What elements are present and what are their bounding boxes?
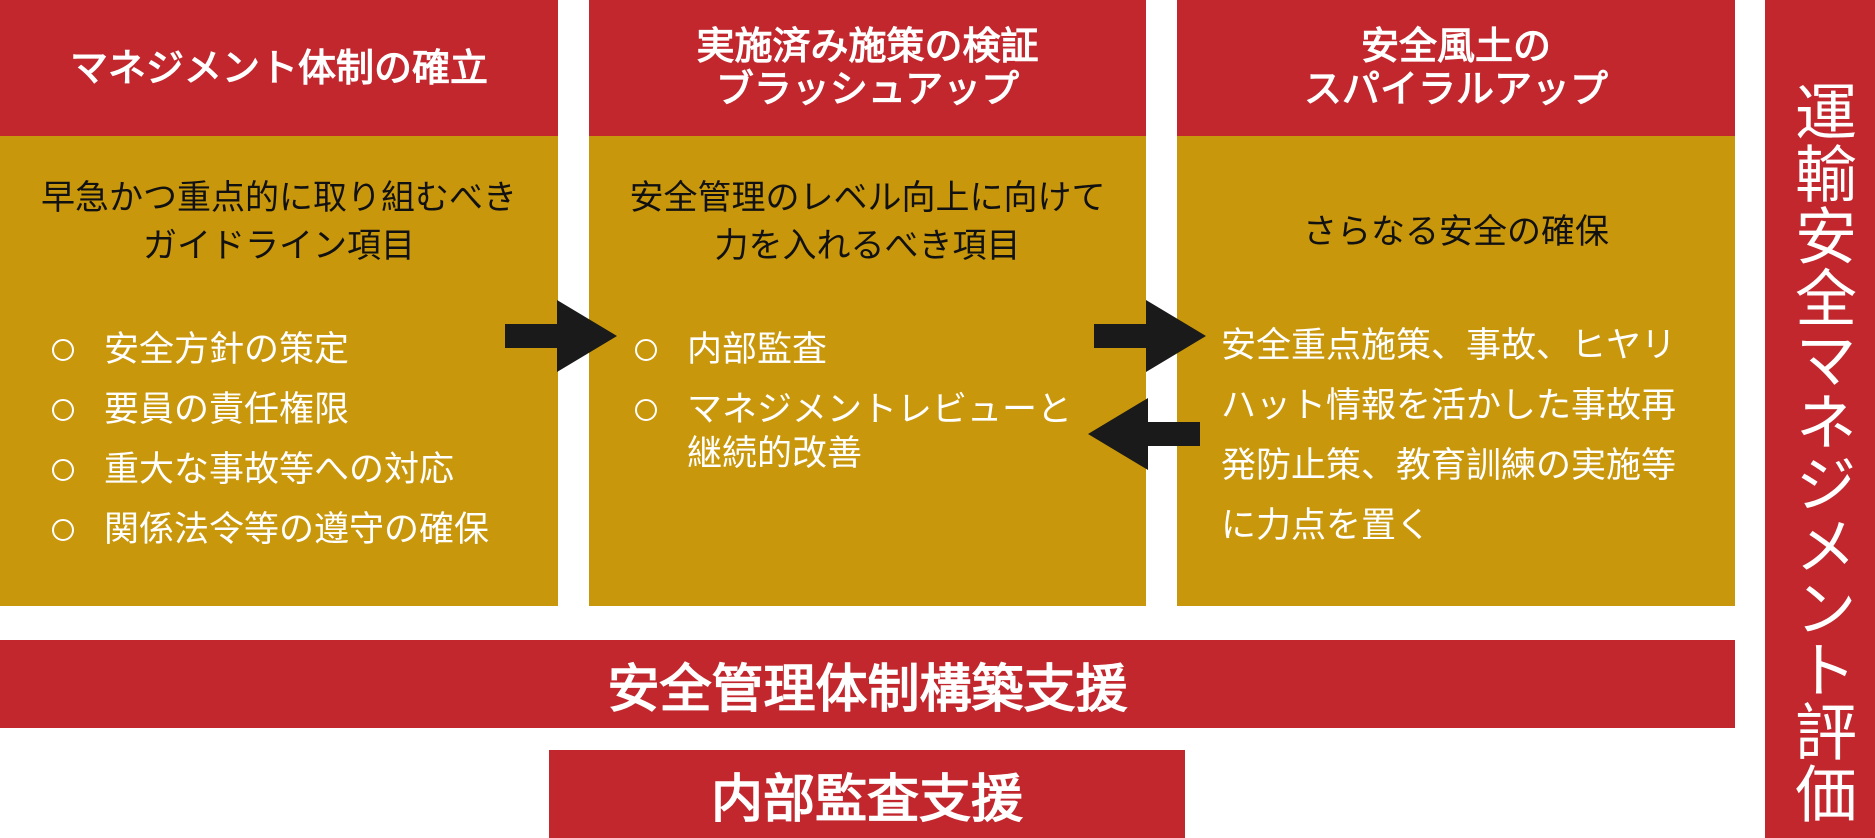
- list-item: 内部監査: [635, 320, 1095, 380]
- column-1-title-line-1: マネジメント体制の確立: [69, 45, 488, 90]
- support-audit-label: 内部監査支援: [710, 769, 1023, 830]
- column-2-title-line-2: ブラッシュアップ: [715, 67, 1020, 111]
- column-2-body: 安全管理のレベル向上に向けて 力を入れるべき項目 内部監査 マネジメントレビュー…: [589, 136, 1146, 606]
- column-1-item-list: 安全方針の策定 要員の責任権限 重大な事故等への対応 関係法令等の遵守の確保: [52, 320, 542, 560]
- column-3-subtitle-line-1: さらなる安全の確保: [1303, 212, 1609, 252]
- column-1-subtitle-line-2: ガイドライン項目: [143, 226, 415, 267]
- list-item-text: 安全方針の策定: [104, 330, 350, 370]
- list-item-text: 重大な事故等への対応: [104, 450, 455, 490]
- list-item: マネジメントレビューと 継続的改善: [635, 380, 1095, 484]
- column-3-subtitle: さらなる安全の確保: [1177, 208, 1735, 256]
- list-item: 安全方針の策定: [52, 320, 542, 380]
- right-arrow-icon: [1094, 300, 1206, 372]
- side-label-band: 運輸安全マネジメント評価: [1765, 0, 1875, 838]
- column-1-subtitle: 早急かつ重点的に取り組むべき ガイドライン項目: [0, 174, 558, 271]
- circle-bullet-icon: [52, 399, 74, 421]
- circle-bullet-icon: [635, 399, 657, 421]
- circle-bullet-icon: [635, 339, 657, 361]
- column-1-body: 早急かつ重点的に取り組むべき ガイドライン項目 安全方針の策定 要員の責任権限 …: [0, 136, 558, 606]
- circle-bullet-icon: [52, 459, 74, 481]
- column-2-title: 実施済み施策の検証 ブラッシュアップ: [589, 0, 1146, 136]
- column-3-paragraph: 安全重点施策、事故、ヒヤリハット情報を活かした事故再発防止策、教育訓練の実施等に…: [1221, 326, 1677, 546]
- support-audit-band: 内部監査支援: [549, 750, 1185, 838]
- side-label: 運輸安全マネジメント評価: [1784, 80, 1857, 824]
- column-3-title: 安全風土の スパイラルアップ: [1177, 0, 1735, 136]
- list-item: 関係法令等の遵守の確保: [52, 500, 542, 560]
- column-1-title: マネジメント体制の確立: [0, 0, 558, 136]
- left-arrow-icon: [1088, 398, 1200, 470]
- column-3-title-line-1: 安全風土の: [1360, 24, 1551, 69]
- column-2-item-list: 内部監査 マネジメントレビューと 継続的改善: [635, 320, 1095, 484]
- column-2-title-line-1: 実施済み施策の検証: [696, 24, 1039, 69]
- support-main-band: 安全管理体制構築支援: [0, 640, 1735, 728]
- column-2-subtitle: 安全管理のレベル向上に向けて 力を入れるべき項目: [589, 174, 1146, 271]
- list-item-text: 内部監査: [687, 330, 828, 370]
- list-item-text: 要員の責任権限: [104, 390, 350, 430]
- list-item: 要員の責任権限: [52, 380, 542, 440]
- right-arrow-icon: [505, 300, 617, 372]
- list-item: 重大な事故等への対応: [52, 440, 542, 500]
- circle-bullet-icon: [52, 339, 74, 361]
- column-3-body: さらなる安全の確保 安全重点施策、事故、ヒヤリハット情報を活かした事故再発防止策…: [1177, 136, 1735, 606]
- list-item-text: 関係法令等の遵守の確保: [104, 510, 490, 550]
- list-item-text: マネジメントレビューと 継続的改善: [687, 390, 1073, 474]
- column-1-subtitle-line-1: 早急かつ重点的に取り組むべき: [41, 178, 517, 218]
- column-2-subtitle-line-2: 力を入れるべき項目: [714, 226, 1021, 267]
- support-main-label: 安全管理体制構築支援: [607, 659, 1128, 720]
- column-3-title-line-2: スパイラルアップ: [1303, 67, 1608, 111]
- column-2-subtitle-line-1: 安全管理のレベル向上に向けて: [629, 178, 1106, 218]
- circle-bullet-icon: [52, 519, 74, 541]
